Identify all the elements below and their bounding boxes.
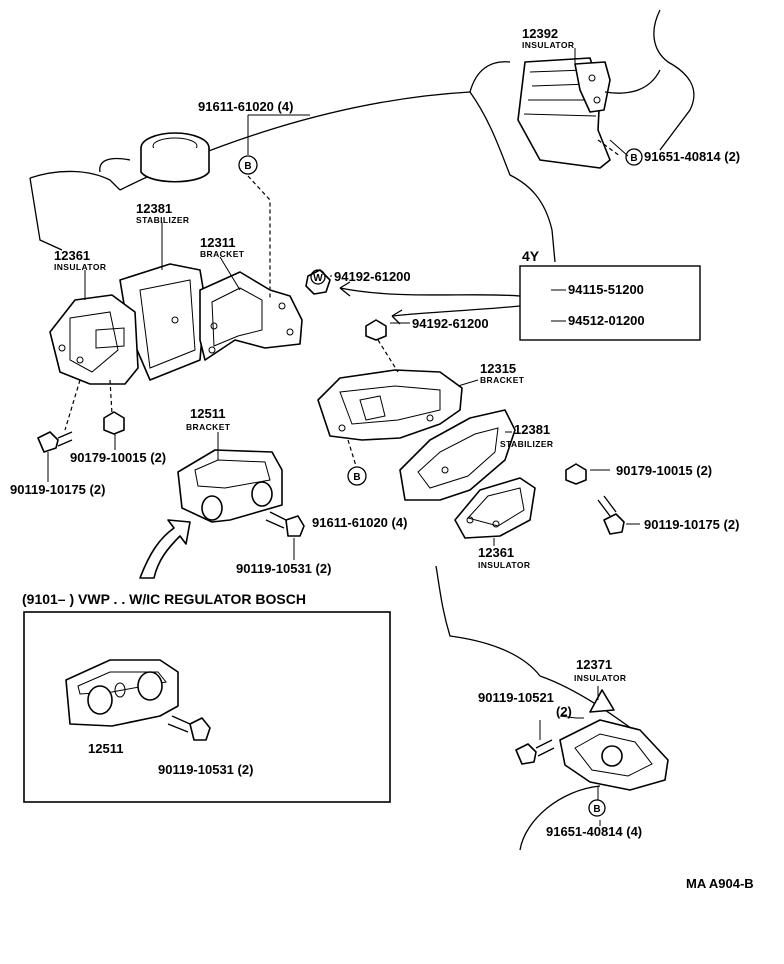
dashed-alignment-lines (64, 139, 621, 467)
part-number-90119-10531: 90119-10531 (2) (236, 561, 331, 576)
part-qty-90119-10521: (2) (556, 704, 572, 719)
inset-pointer-arrow (139, 519, 191, 579)
inset-heading: (9101– ) VWP . . W/IC REGULATOR BOSCH (22, 591, 306, 607)
part-number-12381-right: 12381 (514, 422, 550, 437)
svg-text:B: B (630, 153, 637, 164)
part-name-bracket-12315: BRACKET (480, 375, 525, 385)
part-name-insulator-12392: INSULATOR (522, 40, 574, 50)
stabilizer-12381-right-drawing (399, 409, 516, 501)
part-number-12371: 12371 (576, 657, 612, 672)
part-number-90119-10175-left: 90119-10175 (2) (10, 482, 105, 497)
svg-text:W: W (313, 273, 323, 284)
part-number-90119-10521: 90119-10521 (478, 690, 554, 705)
part-number-90119-10175-right: 90119-10175 (2) (644, 517, 739, 532)
filler-cap (140, 132, 210, 183)
figure-code: MA A904-B (686, 876, 754, 891)
part-number-94512-01200: 94512-01200 (568, 313, 645, 328)
fasteners (37, 269, 625, 765)
insulator-12361-right-drawing (454, 477, 536, 539)
part-number-94115-51200: 94115-51200 (568, 282, 644, 297)
part-number-91611-61020-top: 91611-61020 (4) (198, 99, 293, 114)
callout-b-right: B (625, 148, 643, 166)
svg-text:B: B (244, 161, 251, 172)
part-number-12361-right: 12361 (478, 545, 514, 560)
part-number-12315: 12315 (480, 361, 516, 376)
part-number-94192-61200-upper: 94192-61200 (334, 269, 411, 284)
bracket-12511-drawing (177, 449, 283, 523)
callout-w-nut: W (310, 269, 326, 285)
svg-text:B: B (353, 472, 360, 483)
part-labels: 12392 INSULATOR 91611-61020 (4) 91651-40… (10, 26, 754, 891)
part-name-bracket-12311: BRACKET (200, 249, 245, 259)
stabilizer-12381-left-drawing (119, 263, 206, 381)
part-number-91651-40814-bottom: 91651-40814 (4) (546, 824, 642, 839)
callout-b-mid: B (347, 466, 367, 486)
part-number-94192-61200-lower: 94192-61200 (412, 316, 489, 331)
inset-bolt-drawing (167, 715, 211, 741)
callout-b-bottom: B (588, 799, 606, 817)
part-number-12381-left: 12381 (136, 201, 172, 216)
part-name-insulator-left: INSULATOR (54, 262, 106, 272)
part-number-91651-40814-top: 91651-40814 (2) (644, 149, 740, 164)
variant-4y-box: 4Y 94115-51200 94512-01200 (519, 248, 701, 341)
inset-part-number-90119-10531: 90119-10531 (2) (158, 762, 253, 777)
inset-part-number-12511: 12511 (88, 741, 123, 756)
svg-text:B: B (593, 804, 600, 815)
insulator-12361-left-drawing (49, 294, 139, 385)
part-name-insulator-12371: INSULATOR (574, 673, 626, 683)
part-name-stabilizer-right: STABILIZER (500, 439, 553, 449)
bracket-12311-drawing (199, 271, 303, 361)
insulator-12371-drawing (559, 689, 669, 791)
part-number-90179-10015-right: 90179-10015 (2) (616, 463, 712, 478)
engine-block-outline (29, 9, 695, 851)
part-number-90179-10015-left: 90179-10015 (2) (70, 450, 166, 465)
bracket-12315-drawing (317, 369, 463, 441)
part-number-91611-61020-mid: 91611-61020 (4) (312, 515, 407, 530)
insulator-12392-drawing (517, 57, 661, 169)
inset-bracket-drawing (65, 659, 179, 727)
variant-4y-label: 4Y (522, 248, 540, 264)
part-number-12311: 12311 (200, 235, 235, 250)
part-number-12392: 12392 (522, 26, 558, 41)
part-name-insulator-right: INSULATOR (478, 560, 530, 570)
leader-lines (47, 48, 640, 826)
callout-b-top: B (238, 155, 258, 175)
part-name-stabilizer-left: STABILIZER (136, 215, 189, 225)
inset-vwp-regulator: (9101– ) VWP . . W/IC REGULATOR BOSCH 12… (22, 591, 391, 803)
part-number-12361-left: 12361 (54, 248, 90, 263)
part-name-bracket-12511: BRACKET (186, 422, 231, 432)
part-number-12511: 12511 (190, 406, 225, 421)
